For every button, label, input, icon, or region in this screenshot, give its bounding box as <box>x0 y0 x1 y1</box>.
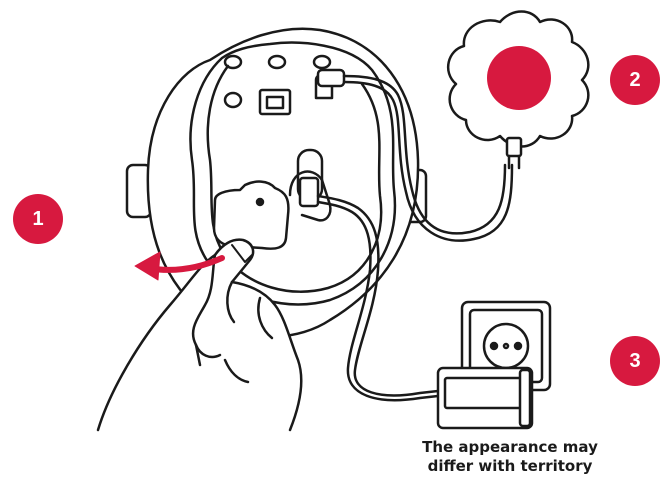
territory-caption: The appearance may differ with territory <box>405 438 615 476</box>
battery-cover <box>214 182 288 249</box>
step-1-badge: 1 <box>13 194 63 244</box>
caption-line-2: differ with territory <box>405 457 615 476</box>
step-3-badge: 3 <box>610 336 660 386</box>
caption-line-1: The appearance may <box>405 438 615 457</box>
power-adapter-icon <box>438 368 532 428</box>
step-number: 3 <box>629 350 640 373</box>
step-number: 1 <box>32 208 43 231</box>
push-button-icon <box>448 12 588 169</box>
step-number: 2 <box>629 69 640 92</box>
step-2-badge: 2 <box>610 55 660 105</box>
